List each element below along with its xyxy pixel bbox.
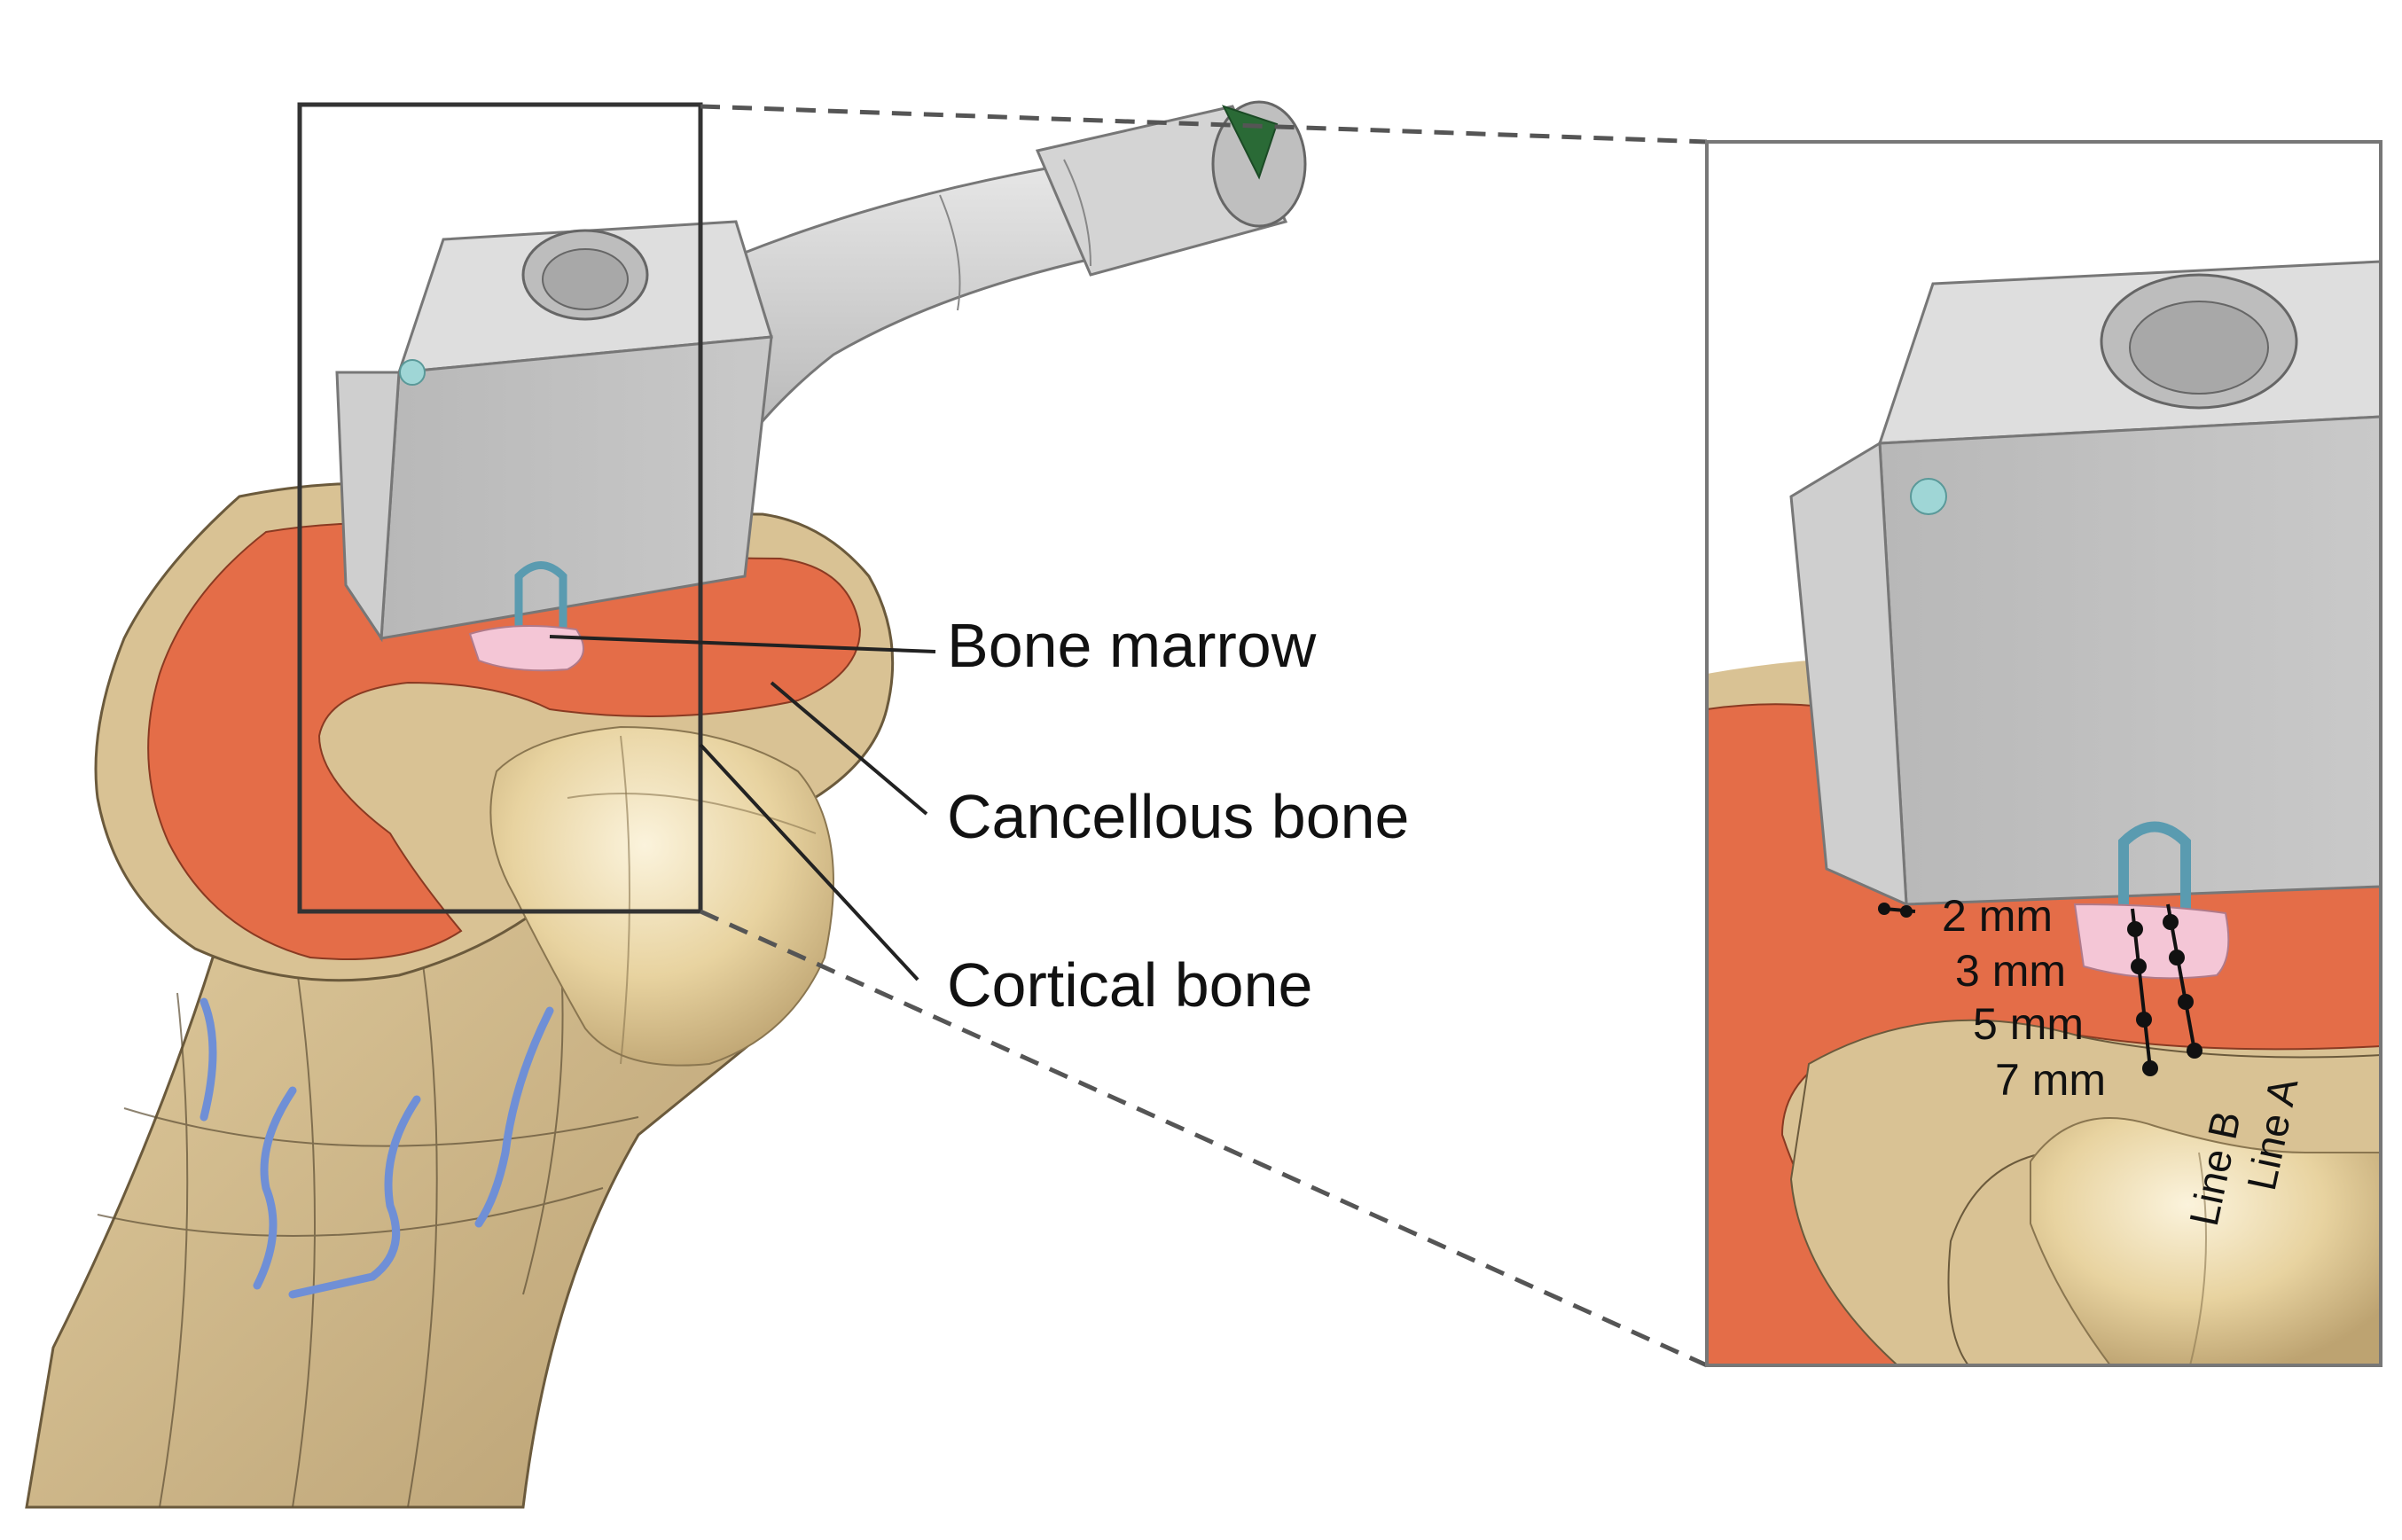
label-bone-marrow: Bone marrow	[947, 611, 1317, 680]
zoom-inset: 2 mm 3 mm 5 mm 7 mm Line B Line A	[1705, 140, 2382, 1367]
depth-label-5mm: 5 mm	[1973, 999, 2084, 1049]
depth-label-7mm: 7 mm	[1995, 1055, 2106, 1105]
bone-marrow-region	[468, 625, 584, 672]
measurement-dots	[1878, 903, 2202, 1076]
inset-bone-marrow	[2073, 903, 2230, 980]
label-leader-lines	[549, 635, 936, 981]
label-cancellous-bone: Cancellous bone	[947, 782, 1409, 851]
blood-vessels	[200, 997, 554, 1299]
implant-tip-marker	[1222, 105, 1279, 180]
main-anatomy-view	[25, 100, 1307, 1509]
inset-frame	[1705, 140, 2382, 1367]
needle	[514, 561, 567, 638]
depth-label-2mm: 2 mm	[1942, 891, 2053, 941]
label-cortical-bone: Cortical bone	[947, 950, 1312, 1020]
zoom-region-box	[297, 102, 703, 914]
zoom-connector-lines	[699, 104, 1709, 1368]
implant-arm	[619, 100, 1307, 498]
depth-label-3mm: 3 mm	[1955, 946, 2066, 996]
implant-block	[335, 220, 773, 672]
bone-contour-lines	[97, 868, 639, 1508]
pin-marker	[399, 359, 426, 386]
